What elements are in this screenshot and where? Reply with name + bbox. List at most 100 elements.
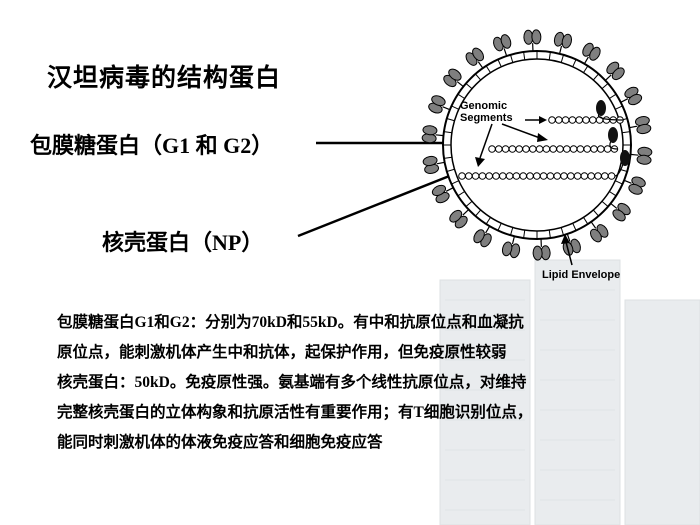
nucleocapsid-bead <box>508 145 517 153</box>
nucleocapsid-bead <box>607 172 616 180</box>
nucleocapsid-bead <box>587 172 595 180</box>
spike-stalk <box>590 221 597 229</box>
nucleocapsid-bead <box>505 172 514 180</box>
spike-stalk <box>435 134 444 137</box>
spike-stalk <box>623 179 632 184</box>
nucleocapsid-bead <box>575 116 583 124</box>
genomic-arrowhead-3 <box>537 133 548 142</box>
glycoprotein-spike-icon <box>431 184 447 197</box>
membrane-tick <box>601 200 609 207</box>
glycoprotein-spike-icon <box>448 68 462 81</box>
membrane-tick <box>485 65 491 73</box>
membrane-tick <box>451 105 459 110</box>
spike-stalk <box>559 45 563 54</box>
nucleocapsid-bead <box>529 145 537 153</box>
nucleocapsid-bead <box>471 172 480 180</box>
membrane-tick <box>497 59 502 67</box>
nucleocapsid-bead <box>512 172 521 180</box>
lipid-envelope-outer <box>442 50 632 240</box>
nucleocapsid-bead <box>553 172 561 180</box>
membrane-tick <box>609 191 617 197</box>
spike-stalk <box>456 81 464 88</box>
polymerase-knob-icon <box>608 127 618 143</box>
nucleocapsid-bead <box>567 172 575 180</box>
spike-stalk <box>462 209 470 216</box>
description-paragraph: 包膜糖蛋白G1和G2：分别为70kD和55kD。有中和抗原位点和血凝抗 原位点，… <box>57 308 677 458</box>
nucleocapsid-bead <box>597 145 605 153</box>
glycoprotein-spike-icon <box>449 209 463 223</box>
nucleocapsid-bead <box>568 116 577 124</box>
spike-stalk <box>604 74 612 81</box>
spike-stalk <box>566 233 571 242</box>
glycoprotein-spike-icon <box>501 241 513 257</box>
spike-stalk <box>442 106 451 111</box>
glycoprotein-spike-icon <box>612 209 626 222</box>
nucleocapsid-bead <box>580 172 589 180</box>
membrane-tick <box>560 227 564 236</box>
nucleocapsid-bead <box>546 172 555 180</box>
genomic-arrowhead-1 <box>539 116 547 124</box>
nucleocapsid-bead <box>589 116 597 124</box>
description-line-1: 包膜糖蛋白G1和G2：分别为70kD和55kD。有中和抗原位点和血凝抗 <box>57 314 524 331</box>
genomic-label-line1: Genomic <box>460 100 507 112</box>
nucleocapsid-bead <box>522 145 530 153</box>
nucleocapsid-bead <box>560 172 568 180</box>
nucleocapsid-bead <box>526 172 534 180</box>
membrane-tick <box>451 180 459 185</box>
glycoprotein-spike-icon <box>627 93 643 106</box>
lipid-envelope-arrowhead <box>561 234 570 244</box>
glycoprotein-spike-icon <box>473 229 485 244</box>
membrane-tick <box>485 217 491 225</box>
nucleocapsid-bead <box>478 172 487 180</box>
nucleocapsid-bead <box>548 116 556 124</box>
nucleocapsid-bead <box>573 172 582 180</box>
glycoprotein-spike-icon <box>500 34 512 49</box>
genomic-arrow-3 <box>501 123 541 139</box>
nucleocapsid-bead <box>561 116 570 124</box>
membrane-tick <box>523 51 526 60</box>
membrane-tick <box>622 131 631 134</box>
glycoprotein-spike-icon <box>472 47 485 62</box>
membrane-tick <box>510 54 514 63</box>
glycoprotein-spike-icon <box>636 123 652 135</box>
genomic-label-line2: Segments <box>460 112 513 124</box>
membrane-tick <box>457 191 465 197</box>
nucleocapsid-bead <box>465 172 473 180</box>
membrane-tick <box>572 59 577 67</box>
glycoprotein-spikes <box>421 29 653 261</box>
membrane-tick <box>443 131 452 134</box>
glycoprotein-spike-icon <box>628 183 643 195</box>
description-line-3: 核壳蛋白：50kD。免疫原性强。氨基端有多个线性抗原位点，对维持 <box>57 374 527 391</box>
spike-stalk <box>583 56 589 65</box>
nucleocapsid-bead <box>582 116 590 124</box>
glycoprotein-spike-icon <box>636 154 652 165</box>
membrane-tick <box>475 209 482 217</box>
nucleocapsid-bead <box>601 172 609 180</box>
spike-stalk <box>485 225 491 234</box>
glycoprotein-spike-icon <box>532 245 543 261</box>
genomic-arrow-2 <box>479 123 493 159</box>
nucleocapsid-bead <box>590 145 598 153</box>
lipid-envelope-label: Lipid Envelope <box>542 269 620 281</box>
nucleocapsid-bead <box>542 145 551 153</box>
segment-panhandle <box>614 163 624 177</box>
membrane-tick <box>523 230 526 239</box>
glycoprotein-spike-icon <box>589 46 601 61</box>
genomic-segments <box>458 100 630 180</box>
membrane-tick <box>592 209 599 217</box>
membrane-tick <box>592 73 599 81</box>
nucleocapsid-bead <box>549 145 557 153</box>
polymerase-knob-icon <box>596 100 606 116</box>
membrane-tick <box>615 105 623 110</box>
membrane-tick <box>510 227 514 236</box>
membrane-tick <box>465 83 473 90</box>
spike-stalk <box>610 202 618 209</box>
spike-stalk <box>503 48 508 57</box>
nucleocapsid-bead <box>576 145 585 153</box>
membrane-tick <box>609 93 617 99</box>
membrane-tick <box>446 118 455 122</box>
nucleocapsid-bead <box>519 172 527 180</box>
membrane-tick <box>443 156 452 159</box>
